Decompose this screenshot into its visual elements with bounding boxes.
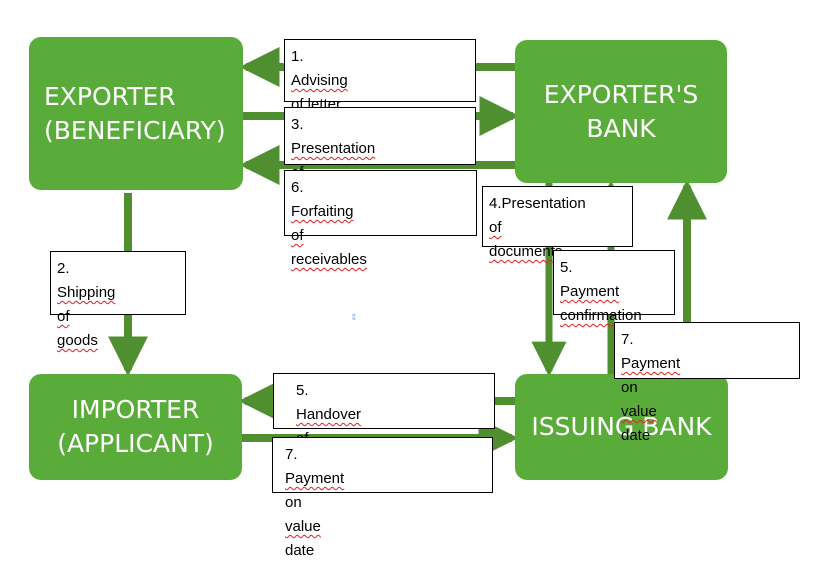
anchor-dot-icon: ⇕ bbox=[350, 312, 358, 322]
flow-label-text: 5. bbox=[560, 259, 573, 276]
importer-node: IMPORTER (APPLICANT) bbox=[29, 374, 242, 480]
exporters-bank-title: EXPORTER'S bbox=[543, 79, 699, 109]
exporters-bank-subtitle: BANK bbox=[586, 113, 656, 143]
flow-label-text: 4.Presentation bbox=[489, 195, 586, 212]
exporters-bank-node: EXPORTER'S BANK bbox=[515, 40, 727, 183]
flow-label-payment-confirmation: 5. Payment confirmation bbox=[553, 250, 675, 324]
flow-label-text: of bbox=[291, 227, 304, 244]
flow-label-text: on bbox=[285, 494, 302, 511]
flow-label-text: Presentation bbox=[291, 140, 376, 157]
flow-label-text: 2. bbox=[57, 260, 70, 277]
flow-label-text: Forfaiting bbox=[291, 203, 354, 220]
flow-label-payment-value-date-right: 7. Payment on value date bbox=[614, 322, 800, 444]
flow-label-forfaiting: 6. Forfaiting of receivables bbox=[284, 170, 477, 268]
flow-label-text: of bbox=[57, 308, 70, 325]
exporter-title: EXPORTER bbox=[44, 81, 176, 111]
importer-title: IMPORTER bbox=[71, 395, 200, 424]
flow-label-handover: 5. Handover of documents bbox=[273, 373, 495, 471]
flow-label-text: Payment bbox=[560, 283, 620, 300]
flow-label-text: 7. Payment on value bbox=[285, 443, 486, 539]
flow-label-text: 7. bbox=[285, 446, 298, 463]
flow-word: Advising bbox=[291, 72, 348, 89]
flow-label-line2: documents bbox=[489, 243, 563, 260]
flow-label-presentation-3: 3. Presentation of documents bbox=[284, 107, 476, 205]
flow-label-line2: receivables bbox=[291, 251, 367, 268]
flow-label-text: Handover bbox=[296, 406, 362, 423]
flow-label-text: 2. Shipping of bbox=[57, 257, 179, 329]
flow-label-text: 5. bbox=[296, 382, 309, 399]
issuing-bank-title: ISSUING BANK bbox=[531, 412, 712, 441]
flow-label-shipping: 2. Shipping of goods bbox=[50, 251, 186, 349]
flow-label-line2: date bbox=[621, 427, 651, 444]
flow-label-text: 6. Forfaiting of bbox=[291, 176, 470, 248]
flow-label-text: value bbox=[285, 518, 321, 535]
exporter-node: EXPORTER (BENEFICIARY) bbox=[29, 37, 243, 190]
flow-label-text: 3. bbox=[291, 116, 304, 133]
flow-label-advising: 1. Advising of letter of credit bbox=[284, 39, 476, 161]
flow-label-text: Shipping bbox=[57, 284, 116, 301]
flow-label-text: 4.Presentation of bbox=[489, 192, 626, 240]
flow-label-payment-value-date-left: 7. Payment on value date bbox=[272, 437, 493, 559]
flow-label-text: Payment bbox=[285, 470, 345, 487]
flow-label-text: 1. bbox=[291, 48, 304, 65]
flow-label-line2: date bbox=[285, 542, 315, 559]
importer-subtitle: (APPLICANT) bbox=[57, 429, 214, 458]
flow-label-presentation-4: 4.Presentation of documents bbox=[482, 186, 633, 260]
flow-label-line2: goods bbox=[57, 332, 98, 349]
exporter-subtitle: (BENEFICIARY) bbox=[44, 115, 226, 145]
flow-label-text: 6. bbox=[291, 179, 304, 196]
flow-label-text: 7. Payment on value bbox=[621, 328, 793, 424]
flow-label-text: of bbox=[489, 219, 502, 236]
flow-label-text: 5. Payment bbox=[560, 256, 668, 304]
flow-label-line2: confirmation bbox=[560, 307, 642, 324]
flow-label-text: on bbox=[621, 379, 638, 396]
flow-label-text: 7. bbox=[621, 331, 634, 348]
flow-label-text: value bbox=[621, 403, 657, 420]
issuing-bank-node: ISSUING BANK bbox=[515, 374, 728, 480]
flow-label-text: Payment bbox=[621, 355, 681, 372]
